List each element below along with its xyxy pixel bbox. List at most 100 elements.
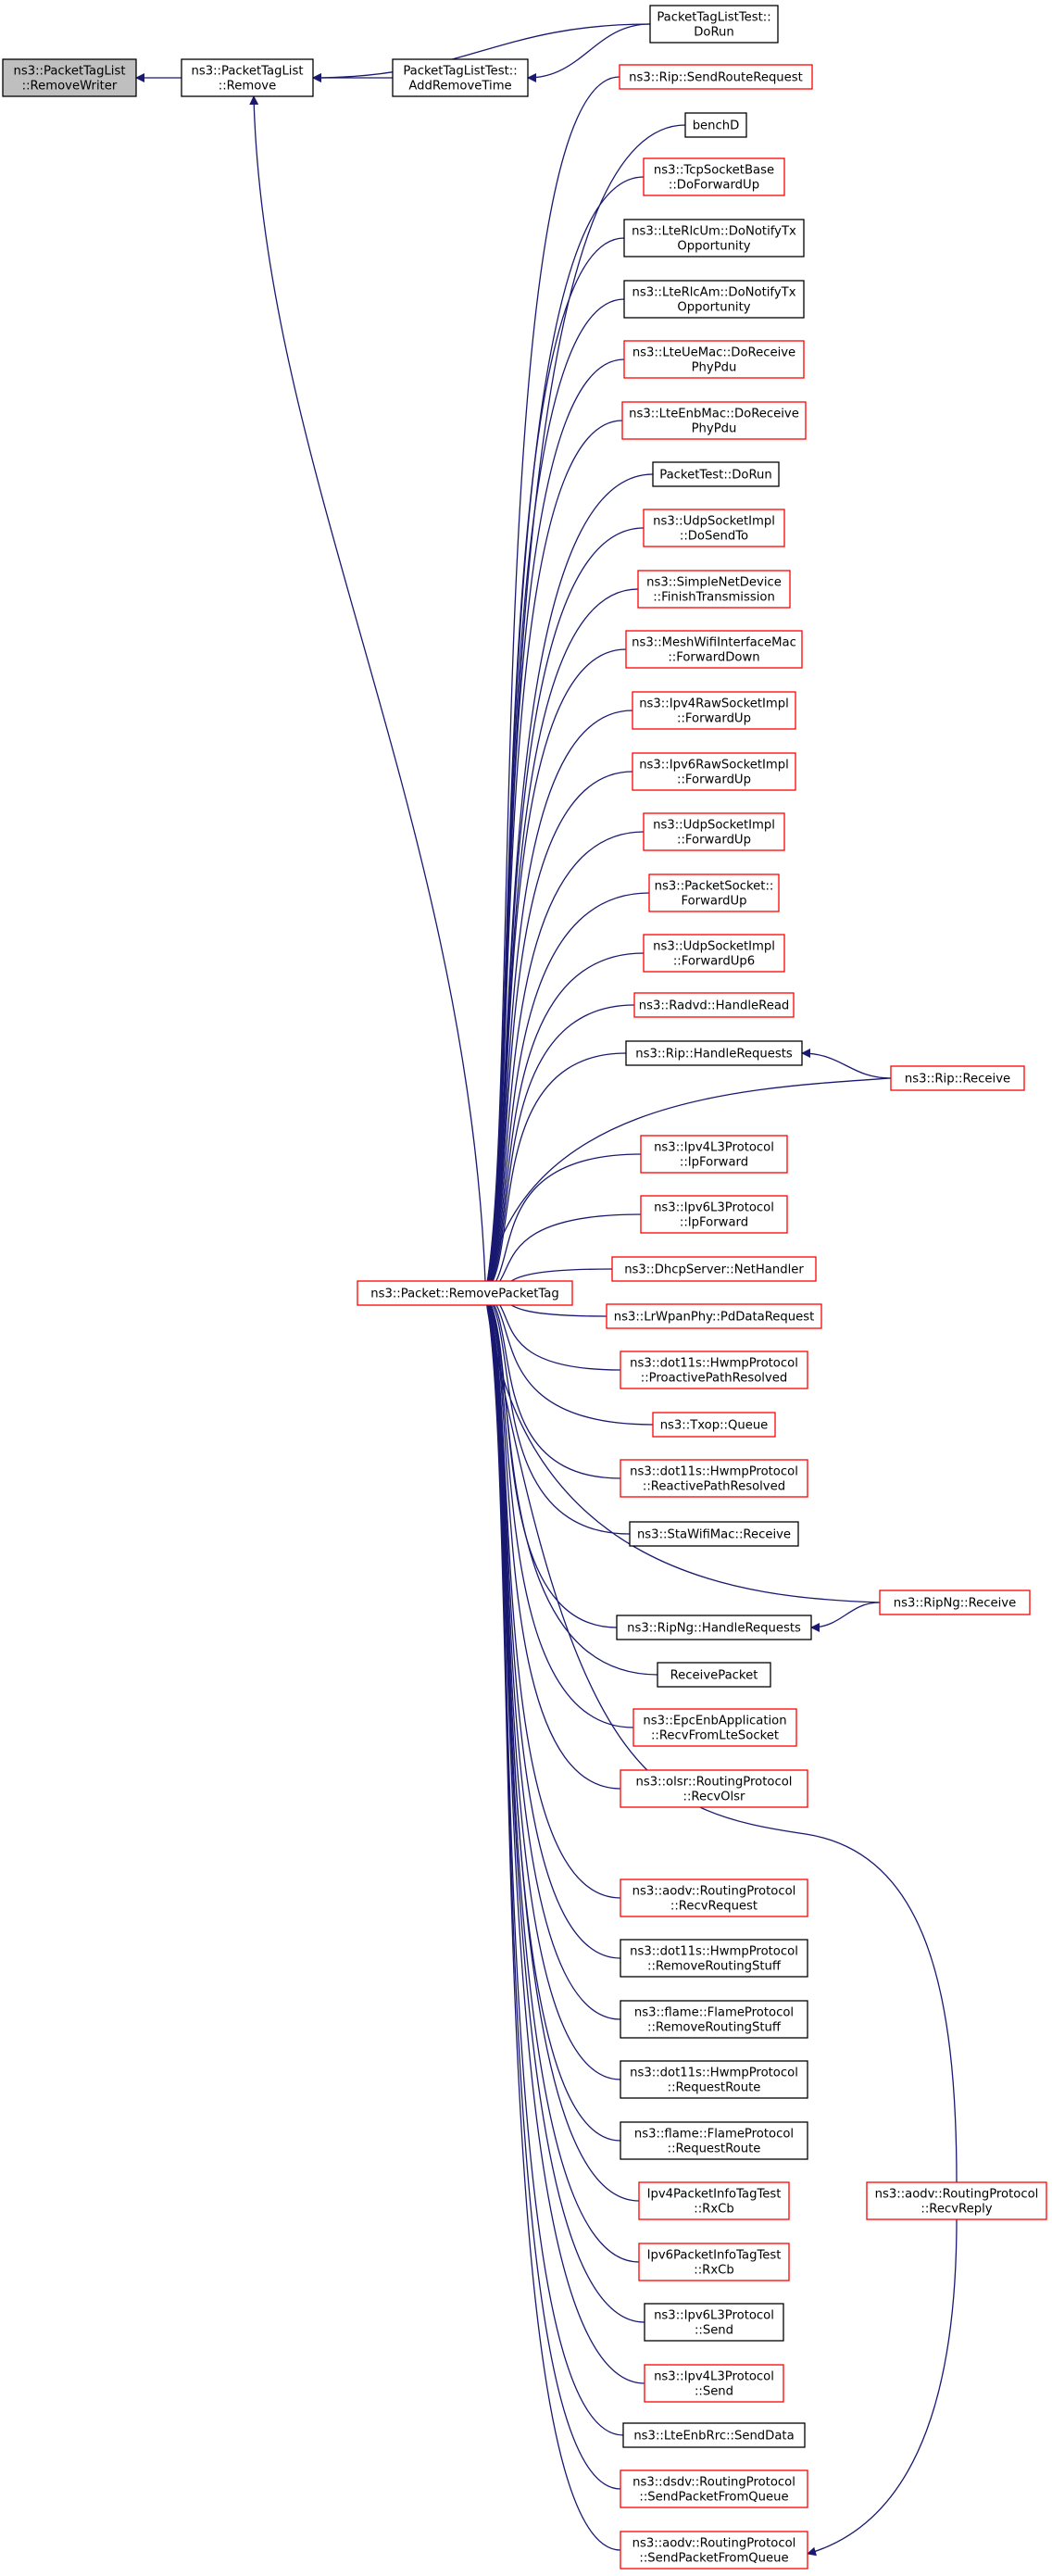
node-box <box>637 570 791 609</box>
node-box <box>392 58 529 97</box>
node-label: ns3::olsr::RoutingProtocol <box>636 1776 793 1790</box>
node-meshwifi[interactable]: ns3::MeshWifiInterfaceMac::ForwardDown <box>625 630 803 669</box>
node-hwmp_removerouting[interactable]: ns3::dot11s::HwmpProtocol::RemoveRouting… <box>620 1939 808 1978</box>
edge-radvd-to-removepackettag <box>484 1004 635 1294</box>
node-removewriter[interactable]: ns3::PacketTagList::RemoveWriter <box>2 58 137 97</box>
node-box <box>621 401 807 440</box>
node-flame_requestroute[interactable]: ns3::flame::FlameProtocol::RequestRoute <box>620 2121 808 2160</box>
node-box <box>633 992 795 1018</box>
node-label: ns3::EpcEnbApplication <box>643 1715 786 1728</box>
node-label: ns3::dot11s::HwmpProtocol <box>630 1465 798 1479</box>
node-label: PacketTagListTest:: <box>657 11 770 25</box>
node-box <box>643 934 785 973</box>
node-lrwpan[interactable]: ns3::LrWpanPhy::PdDataRequest <box>606 1303 822 1329</box>
node-flame_removerouting[interactable]: ns3::flame::FlameProtocol::RemoveRouting… <box>620 2000 808 2039</box>
node-rip_receive[interactable]: ns3::Rip::Receive <box>890 1065 1025 1091</box>
node-label: ns3::aodv::RoutingProtocol <box>875 2188 1039 2202</box>
edge-packetsocket-to-removepackettag <box>484 892 650 1294</box>
node-aodv_recvreply[interactable]: ns3::aodv::RoutingProtocol::RecvReply <box>866 2181 1047 2220</box>
node-rip_handle[interactable]: ns3::Rip::HandleRequests <box>625 1040 803 1066</box>
node-label: ::RxCb <box>694 2264 733 2278</box>
node-dsdv_sendqueue[interactable]: ns3::dsdv::RoutingProtocol::SendPacketFr… <box>620 2469 808 2508</box>
node-box <box>652 1412 776 1438</box>
node-label: ns3::PacketTagList <box>191 65 303 79</box>
node-ipv4l3_send[interactable]: ns3::Ipv4L3Protocol::Send <box>644 2364 784 2403</box>
node-label: ns3::SimpleNetDevice <box>646 576 782 590</box>
node-hwmp_reactive[interactable]: ns3::dot11s::HwmpProtocol::ReactivePathR… <box>620 1459 808 1498</box>
edge-ipv6raw-to-removepackettag <box>484 771 633 1294</box>
edge-ripng_handle-to-removepackettag <box>484 1292 618 1628</box>
node-box <box>643 509 785 547</box>
edge-ripng_receive-to-ripng_handle <box>810 1602 881 1632</box>
node-simplenet[interactable]: ns3::SimpleNetDevice::FinishTransmission <box>637 570 791 609</box>
node-epcenb[interactable]: ns3::EpcEnbApplication::RecvFromLteSocke… <box>632 1708 797 1747</box>
node-packettest[interactable]: PacketTest::DoRun <box>652 461 780 487</box>
node-label: ::FinishTransmission <box>653 591 775 605</box>
node-label: ::DoSendTo <box>680 530 748 544</box>
node-ipv4raw[interactable]: ns3::Ipv4RawSocketImpl::ForwardUp <box>632 691 796 730</box>
node-udp_forwardup6[interactable]: ns3::UdpSocketImpl::ForwardUp6 <box>643 934 785 973</box>
node-receivepacket[interactable]: ReceivePacket <box>657 1662 771 1688</box>
node-box <box>622 2422 806 2448</box>
edge-ripng_receive-to-removepackettag <box>482 1292 881 1603</box>
node-stawifi[interactable]: ns3::StaWifiMac::Receive <box>629 1521 799 1547</box>
node-label: PacketTagListTest:: <box>403 65 517 79</box>
node-label: ns3::Txop::Queue <box>660 1419 769 1433</box>
node-aodv_recvrequest[interactable]: ns3::aodv::RoutingProtocol::RecvRequest <box>620 1879 808 1917</box>
node-aodv_sendqueue[interactable]: ns3::aodv::RoutingProtocol::SendPacketFr… <box>620 2531 808 2570</box>
node-ripng_receive[interactable]: ns3::RipNg::Receive <box>879 1590 1031 1615</box>
node-label: ::Send <box>695 2385 733 2399</box>
node-ipv6l3_ipforward[interactable]: ns3::Ipv6L3Protocol::IpForward <box>640 1195 788 1234</box>
node-label: ns3::DhcpServer::NetHandler <box>624 1263 804 1277</box>
node-label: ::RemoveWriter <box>22 80 118 94</box>
node-lteenbrrc[interactable]: ns3::LteEnbRrc::SendData <box>622 2422 806 2448</box>
node-ripng_handle[interactable]: ns3::RipNg::HandleRequests <box>616 1615 812 1640</box>
node-label: ns3::dot11s::HwmpProtocol <box>630 1945 798 1959</box>
node-box <box>620 1351 808 1389</box>
node-radvd[interactable]: ns3::Radvd::HandleRead <box>633 992 795 1018</box>
node-label: ::ForwardUp <box>677 773 751 787</box>
node-label: ns3::flame::FlameProtocol <box>634 2006 794 2020</box>
node-dhcp[interactable]: ns3::DhcpServer::NetHandler <box>611 1256 817 1282</box>
node-hwmp_requestroute[interactable]: ns3::dot11s::HwmpProtocol::RequestRoute <box>620 2060 808 2099</box>
node-box <box>644 2303 784 2342</box>
node-label: ns3::RipNg::HandleRequests <box>627 1622 801 1636</box>
node-ipv4l3_ipforward[interactable]: ns3::Ipv4L3Protocol::IpForward <box>640 1135 788 1174</box>
node-udp_dosendto[interactable]: ns3::UdpSocketImpl::DoSendTo <box>643 509 785 547</box>
node-olsr[interactable]: ns3::olsr::RoutingProtocol::RecvOlsr <box>620 1769 808 1808</box>
node-txop[interactable]: ns3::Txop::Queue <box>652 1412 776 1438</box>
node-label: ns3::Ipv4L3Protocol <box>654 1141 774 1155</box>
node-box <box>684 112 747 138</box>
node-rip_sendroute[interactable]: ns3::Rip::SendRouteRequest <box>619 64 813 90</box>
node-ipv6pkt_rxcb[interactable]: Ipv6PacketInfoTagTest::RxCb <box>638 2243 790 2281</box>
node-ipv6raw[interactable]: ns3::Ipv6RawSocketImpl::ForwardUp <box>632 752 796 791</box>
node-removepackettag[interactable]: ns3::Packet::RemovePacketTag <box>357 1280 573 1306</box>
node-addremovetime[interactable]: PacketTagListTest::AddRemoveTime <box>392 58 529 97</box>
node-label: ns3::LteEnbRrc::SendData <box>633 2430 794 2444</box>
node-udp_forwardup[interactable]: ns3::UdpSocketImpl::ForwardUp <box>643 812 785 851</box>
edge-epcenb-to-removepackettag <box>484 1292 634 1728</box>
node-label: ::SendPacketFromQueue <box>639 2491 788 2505</box>
node-box <box>638 2243 790 2281</box>
node-tagtest_dorun[interactable]: PacketTagListTest::DoRun <box>649 5 779 44</box>
node-label: ::RecvOlsr <box>683 1791 746 1804</box>
node-label: PhyPdu <box>692 361 737 375</box>
node-ipv4pkt_rxcb[interactable]: Ipv4PacketInfoTagTest::RxCb <box>638 2181 790 2220</box>
node-packetsocket[interactable]: ns3::PacketSocket::ForwardUp <box>648 873 780 912</box>
edge-aodv_recvreply-to-aodv_sendqueue <box>807 2218 958 2557</box>
node-box <box>640 1135 788 1174</box>
node-label: ::ForwardUp <box>677 712 751 726</box>
node-remove[interactable]: ns3::PacketTagList::Remove <box>181 58 314 97</box>
node-benchd[interactable]: benchD <box>684 112 747 138</box>
node-ipv6l3_send[interactable]: ns3::Ipv6L3Protocol::Send <box>644 2303 784 2342</box>
edge-stawifi-to-removepackettag <box>484 1292 631 1535</box>
node-label: Opportunity <box>677 240 750 254</box>
node-label: ::RemoveRoutingStuff <box>647 2021 782 2035</box>
edge-rip_receive-to-removepackettag <box>482 1077 892 1294</box>
node-hwmp_proactive[interactable]: ns3::dot11s::HwmpProtocol::ProactivePath… <box>620 1351 808 1389</box>
node-tcp_doforwardup[interactable]: ns3::TcpSocketBase::DoForwardUp <box>643 157 785 196</box>
